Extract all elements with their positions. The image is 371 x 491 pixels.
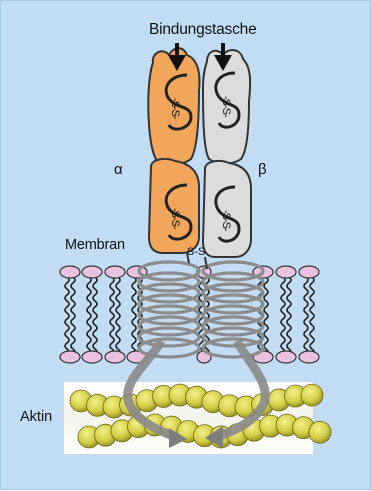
lipid-head: [82, 266, 102, 278]
membrane-bilayer: [60, 266, 319, 363]
lipid-head: [105, 351, 125, 363]
lipid-head: [299, 351, 319, 363]
lipid-tail: [281, 277, 285, 355]
helix-turn: [203, 284, 263, 302]
beta-label: β: [258, 161, 267, 178]
helix-turn: [139, 284, 199, 302]
helix-turn: [139, 328, 199, 346]
lipid-tail: [310, 277, 314, 355]
lipid-tail: [264, 277, 268, 355]
lipid-tail: [87, 277, 91, 355]
helix-turn: [203, 328, 263, 346]
lipid-tail: [71, 277, 75, 355]
membrane-label: Membran: [65, 237, 125, 253]
actin-filament: [64, 382, 331, 454]
helix-turn: [203, 339, 263, 357]
disulfide-label: -S-S-: [220, 96, 232, 117]
disulfide-label: -S-S-: [169, 98, 181, 119]
helix-turn: [139, 317, 199, 335]
lipid-tail: [116, 277, 120, 355]
lipid-tail: [132, 277, 136, 355]
helix-turn: [139, 306, 199, 324]
helix-turn: [139, 262, 199, 280]
helix-turn: [139, 273, 199, 291]
lipid-tail: [287, 277, 291, 355]
lipid-head: [276, 351, 296, 363]
alpha-label: α: [114, 161, 123, 178]
lipid-tail: [93, 277, 97, 355]
disulfide-label: -S-S-: [220, 210, 232, 231]
helix-turn: [203, 295, 263, 313]
lipid-head: [299, 266, 319, 278]
helix-turn: [203, 317, 263, 335]
helix-turn: [139, 295, 199, 313]
actin-monomer: [301, 384, 323, 406]
helix-turn: [203, 273, 263, 291]
beta-subunit: [203, 50, 251, 269]
disulfide-link-label: S-S: [187, 246, 205, 258]
lipid-head: [105, 266, 125, 278]
lipid-head: [82, 351, 102, 363]
lipid-head: [276, 266, 296, 278]
disulfide-label: -S-S-: [169, 208, 181, 229]
actin-label: Aktin: [20, 409, 52, 425]
helix-turn: [203, 306, 263, 324]
lipid-tail: [110, 277, 114, 355]
lipid-tail: [304, 277, 308, 355]
lipid-head: [60, 351, 80, 363]
actin-monomer: [309, 421, 331, 443]
lipid-tail: [65, 277, 69, 355]
alpha-subunit: [148, 48, 199, 263]
lipid-head: [60, 266, 80, 278]
binding-pocket-label: Bindungstasche: [149, 21, 257, 39]
